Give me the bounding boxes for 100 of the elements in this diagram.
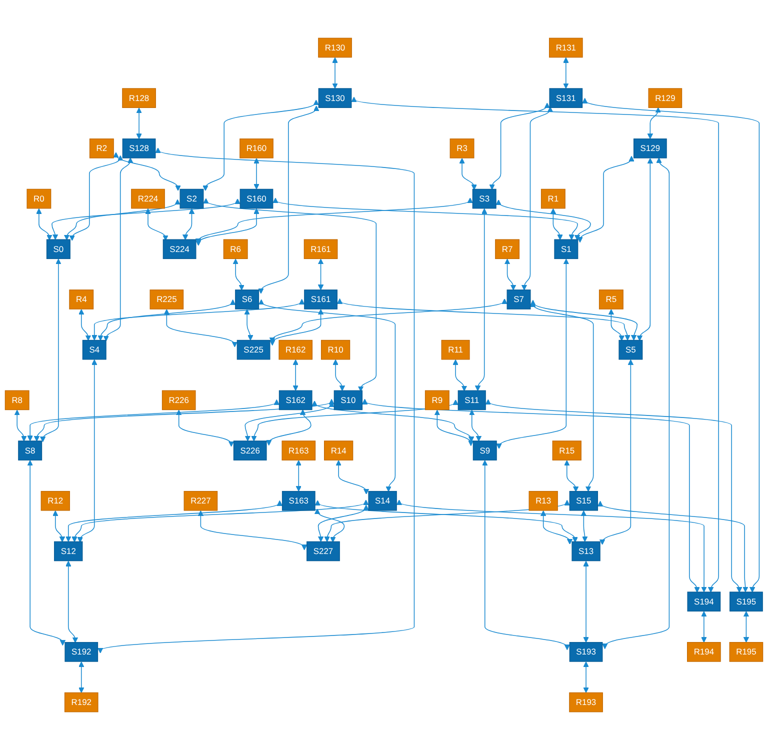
arrow bbox=[27, 460, 65, 646]
arrow bbox=[198, 510, 306, 550]
arrow bbox=[98, 300, 235, 341]
arrow bbox=[136, 108, 142, 140]
node-box: R224 bbox=[131, 188, 165, 209]
arrow bbox=[273, 198, 578, 240]
node-box: S161 bbox=[304, 290, 338, 310]
arrow bbox=[504, 258, 516, 290]
arrow bbox=[145, 208, 168, 241]
arrow bbox=[315, 508, 345, 542]
arrow bbox=[637, 158, 654, 342]
node-box: R2 bbox=[89, 138, 114, 158]
node-box: S9 bbox=[472, 440, 497, 460]
arrow bbox=[318, 504, 368, 542]
arrow bbox=[352, 98, 719, 593]
node-box: S7 bbox=[506, 290, 531, 310]
arrow bbox=[459, 158, 477, 190]
arrow bbox=[164, 309, 236, 347]
arrow bbox=[482, 460, 569, 650]
node-box: R131 bbox=[549, 38, 583, 58]
node-box: R226 bbox=[162, 390, 196, 410]
arrow bbox=[362, 400, 700, 593]
arrow bbox=[336, 460, 368, 494]
node-box: S11 bbox=[458, 390, 486, 410]
arrow bbox=[600, 359, 634, 545]
arrow bbox=[40, 258, 62, 442]
arrow bbox=[270, 309, 324, 346]
arrow bbox=[244, 309, 254, 341]
arrow bbox=[70, 155, 122, 241]
node-box: R15 bbox=[552, 440, 582, 460]
arrow bbox=[98, 148, 415, 652]
arrow bbox=[27, 400, 279, 442]
arrow bbox=[563, 57, 569, 89]
arrow bbox=[182, 208, 195, 240]
arrow bbox=[312, 401, 474, 442]
arrow bbox=[332, 57, 338, 89]
arrow bbox=[318, 258, 324, 290]
arrow bbox=[78, 662, 84, 693]
arrow bbox=[176, 410, 233, 446]
node-box: R227 bbox=[184, 490, 218, 511]
node-box: S2 bbox=[180, 188, 204, 209]
node-box: S3 bbox=[472, 188, 496, 209]
arrow bbox=[66, 501, 282, 542]
node-box: S162 bbox=[278, 390, 312, 410]
node-box: S195 bbox=[730, 592, 763, 612]
node-box: S225 bbox=[236, 340, 270, 360]
arrow bbox=[583, 560, 589, 643]
node-box: R3 bbox=[450, 138, 474, 158]
arrow bbox=[564, 460, 578, 492]
arrow bbox=[258, 106, 318, 294]
node-box: R6 bbox=[223, 239, 248, 260]
arrow bbox=[332, 359, 345, 392]
arrow bbox=[580, 510, 588, 542]
arrow bbox=[292, 359, 298, 391]
node-box: R10 bbox=[320, 340, 350, 360]
arrow bbox=[92, 300, 304, 340]
arrow bbox=[232, 258, 244, 290]
arrow bbox=[104, 158, 133, 342]
node-box: R160 bbox=[240, 138, 274, 158]
node-box: R8 bbox=[4, 390, 30, 410]
node-box: R194 bbox=[687, 642, 721, 662]
node-box: R7 bbox=[495, 239, 520, 260]
arrow bbox=[396, 500, 707, 592]
arrow bbox=[583, 662, 589, 693]
node-box: S8 bbox=[18, 440, 42, 460]
node-box: R13 bbox=[528, 490, 558, 511]
arrow bbox=[66, 560, 78, 643]
node-box: R195 bbox=[729, 642, 764, 662]
node-box: S194 bbox=[687, 592, 721, 612]
arrow bbox=[36, 208, 52, 240]
arrow bbox=[204, 199, 377, 392]
arrow bbox=[498, 258, 570, 449]
node-box: R161 bbox=[304, 239, 338, 260]
arrow bbox=[78, 359, 98, 543]
node-box: S12 bbox=[54, 541, 83, 562]
arrow bbox=[489, 102, 549, 190]
node-box: R5 bbox=[598, 290, 624, 310]
arrow bbox=[196, 208, 260, 246]
node-box: R9 bbox=[424, 390, 450, 410]
arrow bbox=[531, 300, 638, 341]
arrow bbox=[496, 200, 591, 240]
arrow bbox=[78, 309, 91, 341]
node-box: S14 bbox=[368, 490, 397, 511]
arrow bbox=[72, 500, 368, 542]
arrow bbox=[296, 460, 302, 492]
node-box: R4 bbox=[69, 290, 94, 310]
node-box: S163 bbox=[282, 490, 316, 511]
arrow bbox=[270, 300, 507, 343]
arrow bbox=[251, 400, 458, 442]
arrow bbox=[114, 152, 180, 191]
arrow bbox=[486, 400, 742, 593]
arrow bbox=[540, 510, 572, 544]
node-box: S5 bbox=[618, 340, 643, 360]
arrow bbox=[578, 156, 634, 243]
node-box: R129 bbox=[648, 88, 682, 108]
node-box: S128 bbox=[122, 138, 156, 158]
node-box: R14 bbox=[324, 440, 354, 460]
node-box: S129 bbox=[633, 138, 667, 158]
arrow bbox=[244, 402, 334, 442]
node-box: R162 bbox=[278, 340, 313, 360]
